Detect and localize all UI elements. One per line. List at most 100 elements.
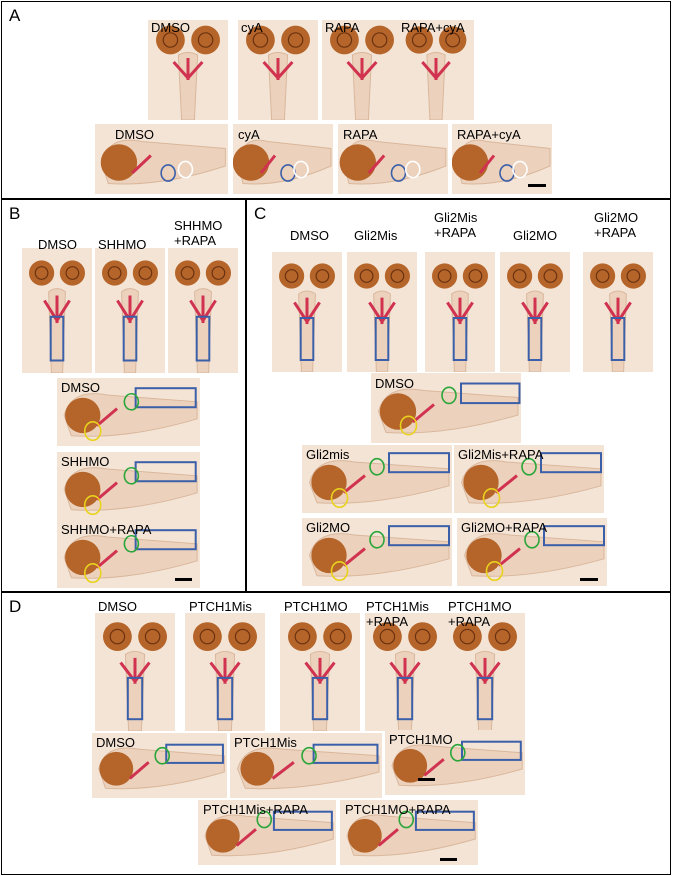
cartilage [271, 761, 295, 780]
right-lens [371, 32, 388, 48]
cartilage [235, 828, 257, 847]
panel-d-top-label-4: PTCH1MO+RAPA [448, 599, 512, 629]
cartilage [421, 58, 451, 81]
cartilage [604, 297, 632, 325]
larva-body [177, 52, 199, 120]
left-eye [288, 622, 317, 651]
panel-c-side-label-2: Gli2Mis+RAPA [458, 447, 544, 462]
panel-d-lateral-1 [230, 733, 382, 798]
cartilage [304, 657, 336, 684]
left-lens [199, 628, 216, 645]
panel-b-lateral-2 [57, 520, 200, 588]
left-eye [246, 25, 275, 55]
panel-c-dorsal-4 [583, 252, 653, 372]
marker-circle [512, 160, 528, 179]
marker-circle [123, 466, 140, 485]
panel-b-side-label-1: SHHMO [61, 454, 110, 469]
left-eye [29, 260, 55, 286]
left-eye [432, 263, 458, 289]
marker-circle [390, 164, 407, 182]
measure-box [543, 525, 605, 547]
panel-a-lateral-2 [338, 124, 448, 194]
cartilage [293, 297, 321, 325]
measure-box [134, 387, 197, 409]
panel-d-top-label-3: PTCH1Mis+RAPA [366, 599, 429, 629]
cartilage [343, 474, 366, 494]
left-lens [294, 628, 311, 645]
eye [379, 393, 417, 430]
scale-bar [440, 858, 457, 861]
panel-c-dorsal-1 [347, 252, 417, 372]
right-lens [494, 628, 511, 645]
right-lens [65, 266, 80, 280]
cartilage [131, 154, 152, 175]
panel-a-top-label-3: RAPA+cyA [401, 20, 465, 35]
marker-circle [524, 530, 540, 549]
scale-bar [175, 578, 192, 581]
right-lens [468, 269, 483, 283]
larva-body [426, 52, 446, 120]
panel-a-lateral-1 [233, 124, 333, 194]
marker-circle [256, 810, 273, 829]
marker-circle [83, 495, 102, 516]
left-lens [336, 32, 353, 48]
cartilage [343, 547, 366, 567]
right-eye [439, 26, 467, 54]
panel-c-lateral-3 [302, 518, 452, 586]
marker-circle [293, 160, 309, 179]
cartilage [367, 154, 386, 174]
cartilage [423, 758, 445, 777]
panel-b-side-label-2: SHHMO+RAPA [61, 522, 152, 537]
right-eye [59, 260, 85, 286]
eye [452, 144, 489, 181]
panel-d-side-label-0: DMSO [96, 735, 135, 750]
left-lens [437, 269, 452, 283]
panel-d-label: D [9, 597, 22, 616]
panel-c-lateral-4 [457, 518, 607, 586]
panel-d-dorsal-1 [185, 613, 265, 731]
marker-circle [123, 534, 140, 553]
panel-a-top-label-0: DMSO [151, 20, 190, 35]
right-eye [620, 263, 646, 289]
scale-bar [418, 778, 435, 781]
measure-box [216, 676, 234, 721]
panel-a-side-label-2: RAPA [343, 127, 378, 142]
measure-box [396, 676, 414, 721]
panel-d-lateral-2 [385, 730, 525, 795]
panel-d-lateral-4 [340, 800, 478, 865]
cartilage [96, 481, 119, 501]
panel-d-top-label-2: PTCH1MO [284, 599, 348, 614]
panel-b-top-label-2: SHHMO+RAPA [174, 218, 223, 248]
left-lens [411, 32, 427, 48]
cartilage [495, 474, 518, 494]
panel-a-side-label-0: DMSO [115, 127, 154, 142]
panel-c-side-label-0: DMSO [375, 376, 414, 391]
eye [311, 537, 347, 574]
left-lens [459, 628, 476, 645]
panel-d-dorsal-0 [95, 613, 175, 731]
measure-box [165, 743, 224, 764]
cartilage [389, 657, 421, 684]
panel-b-lateral-1 [57, 452, 200, 520]
panel-c-top-label-4: Gli2MO+RAPA [594, 210, 639, 240]
left-eye [507, 263, 533, 289]
marker-circle [160, 164, 176, 182]
right-eye [537, 263, 563, 289]
panel-c-dorsal-2 [425, 252, 495, 372]
measure-box [134, 461, 197, 483]
right-lens [390, 269, 405, 283]
panel-a-label: A [9, 6, 21, 25]
measure-box [299, 317, 315, 361]
cartilage [478, 154, 496, 174]
measure-box [388, 452, 450, 474]
cartilage [259, 154, 277, 174]
left-lens [512, 269, 527, 283]
panel-a-lateral-3 [452, 124, 552, 194]
panel-b-dorsal-0 [22, 248, 92, 373]
scale-bar [580, 578, 598, 581]
measure-box [122, 315, 138, 362]
left-eye [330, 25, 359, 55]
panel-c-top-label-3: Gli2MO [513, 228, 558, 243]
marker-circle [330, 561, 349, 582]
eye [347, 818, 382, 853]
